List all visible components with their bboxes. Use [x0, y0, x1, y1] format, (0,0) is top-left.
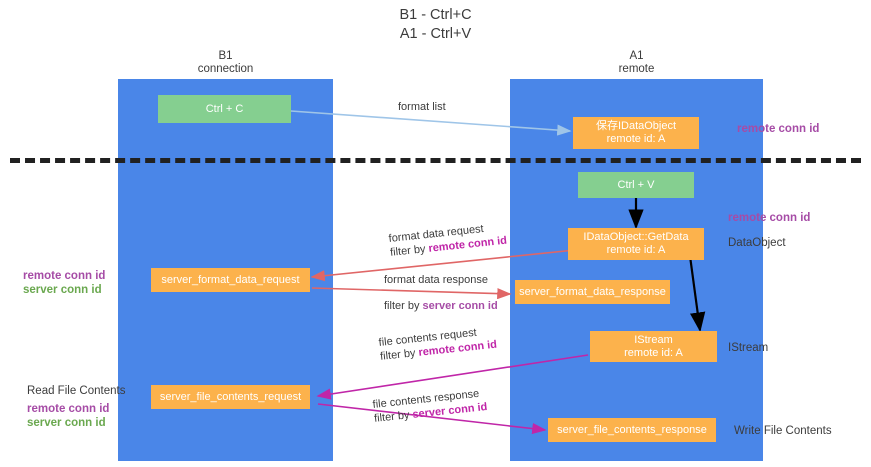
- filter-prefix: filter by: [384, 300, 423, 312]
- node-server-file-contents-response-label: server_file_contents_response: [557, 423, 707, 436]
- node-server-file-contents-response[interactable]: server_file_contents_response: [548, 418, 716, 442]
- filter-prefix: filter by: [379, 346, 420, 363]
- node-save-idataobject-label: 保存IDataObject: [595, 120, 677, 132]
- node-server-format-data-request[interactable]: server_format_data_request: [151, 268, 310, 292]
- edge-label-format-data-response-filter: filter by server conn id: [384, 299, 498, 313]
- label-left-read-file-contents: Read File Contents: [27, 385, 126, 397]
- node-save-idataobject[interactable]: 保存IDataObject remote id: A: [573, 117, 699, 149]
- node-server-format-data-request-label: server_format_data_request: [161, 273, 300, 286]
- section-divider: [10, 158, 861, 163]
- page-title: B1 - Ctrl+C A1 - Ctrl+V: [0, 6, 871, 44]
- label-right-remote-conn-id-mid: remote conn id: [728, 212, 811, 224]
- label-right-write-file-contents: Write File Contents: [734, 425, 832, 437]
- filter-prefix: filter by: [389, 242, 430, 259]
- column-header-b1: B1 connection: [118, 50, 333, 76]
- edge-label-format-data-response: format data response: [384, 274, 488, 286]
- title-line-1: B1 - Ctrl+C: [399, 7, 472, 23]
- filter-key-server-conn-id: server conn id: [422, 300, 498, 312]
- node-ctrl-c-label: Ctrl + C: [205, 102, 244, 115]
- node-server-format-data-response[interactable]: server_format_data_response: [515, 280, 670, 304]
- node-istream-label: IStream: [634, 333, 673, 346]
- label-right-istream: IStream: [728, 342, 769, 354]
- node-server-file-contents-request[interactable]: server_file_contents_request: [151, 385, 310, 409]
- arrow-format-data-response: [311, 287, 512, 300]
- column-header-a1: A1 remote: [510, 50, 763, 76]
- label-right-dataobject: DataObject: [728, 237, 786, 249]
- filter-prefix: filter by: [373, 408, 414, 425]
- column-header-b1-name: B1: [218, 50, 233, 62]
- column-header-a1-name: A1: [629, 50, 644, 62]
- arrow-format-list: [276, 109, 572, 136]
- node-server-format-data-response-label: server_format_data_response: [519, 285, 666, 298]
- node-istream[interactable]: IStream remote id: A: [590, 331, 717, 362]
- label-left-remote-conn-id-bottom: remote conn id: [27, 403, 110, 415]
- node-ctrl-v-label: Ctrl + V: [617, 178, 655, 191]
- arrow-format-data-request: [310, 249, 576, 282]
- column-header-a1-sub: remote: [618, 63, 655, 75]
- arrow-getdata-to-istream: [688, 255, 706, 333]
- node-save-idataobject-sub: remote id: A: [606, 133, 666, 145]
- label-left-remote-conn-id-mid: remote conn id: [23, 270, 106, 282]
- node-istream-sub: remote id: A: [624, 346, 683, 359]
- arrow-file-contents-response: [317, 403, 547, 435]
- label-left-server-conn-id-mid: server conn id: [23, 284, 102, 296]
- node-idataobject-getdata[interactable]: IDataObject::GetData remote id: A: [568, 228, 704, 260]
- node-ctrl-c[interactable]: Ctrl + C: [158, 95, 291, 123]
- node-idataobject-getdata-label: IDataObject::GetData: [583, 231, 689, 243]
- label-left-server-conn-id-bottom: server conn id: [27, 417, 106, 429]
- title-line-2: A1 - Ctrl+V: [399, 26, 472, 42]
- arrow-file-contents-request: [316, 354, 589, 400]
- node-server-file-contents-request-label: server_file_contents_request: [159, 390, 302, 403]
- label-right-remote-conn-id-top: remote conn id: [737, 123, 820, 135]
- node-ctrl-v[interactable]: Ctrl + V: [578, 172, 694, 198]
- column-header-b1-sub: connection: [197, 63, 254, 75]
- node-idataobject-getdata-sub: remote id: A: [606, 244, 666, 256]
- edge-label-format-list: format list: [398, 101, 446, 113]
